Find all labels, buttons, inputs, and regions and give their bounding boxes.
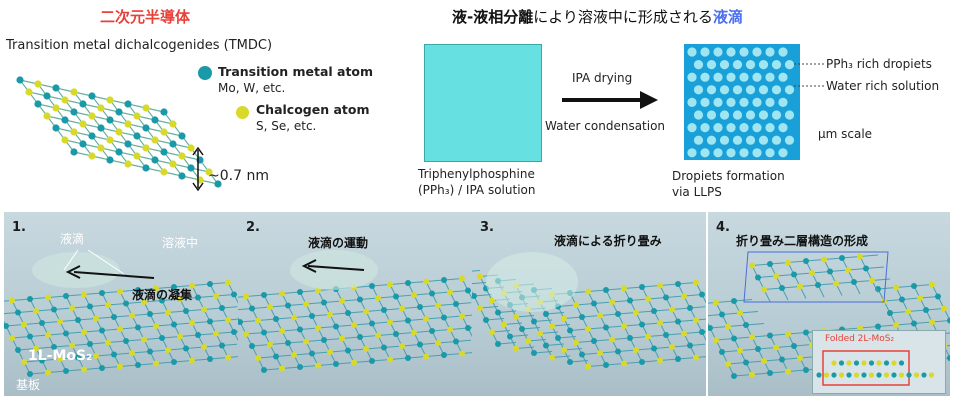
- panel-4-number: 4.: [716, 220, 730, 235]
- panel-1-number: 1.: [12, 220, 26, 235]
- legend-metal-name: Transition metal atom: [218, 64, 374, 79]
- llps-title-prefix: 液-液相分離: [452, 8, 534, 26]
- panel-4-inset-drawing: [816, 350, 935, 386]
- arrow-label-top: IPA drying: [572, 71, 633, 85]
- llps-title: 液-液相分離により溶液中に形成される液滴: [452, 6, 743, 27]
- panel-3-sheet: [472, 252, 706, 370]
- label-droplets: PPh₃ rich dropiets: [826, 57, 932, 71]
- llps-title-droplet: 液滴: [712, 8, 743, 26]
- panel-4: 4. 折り畳み二層構造の形成 Folded 2L-MoS₂: [708, 212, 950, 396]
- solution-square: [424, 44, 542, 162]
- legend-chalcogen-name: Chalcogen atom: [256, 102, 370, 117]
- thickness-arrow-icon: [192, 146, 204, 192]
- arrow-label-bottom: Water condensation: [545, 119, 666, 133]
- solution-caption-1: Triphenylphosphine: [418, 167, 535, 181]
- llps-title-mid: により溶液中に形成される: [533, 8, 713, 26]
- panel-1-solution-label: 溶液中: [162, 236, 199, 250]
- label-water: Water rich solution: [826, 79, 940, 93]
- tmdc-subtitle: Transition metal dichalcogenides (TMDC): [6, 38, 273, 53]
- panel-2-number: 2.: [246, 220, 260, 235]
- panel-3: 3. 液滴による折り畳み: [472, 212, 706, 396]
- droplets-square: [684, 44, 800, 160]
- legend-metal-detail: Mo, W, etc.: [218, 81, 286, 95]
- solution-caption-2: (PPh₃) / IPA solution: [418, 183, 536, 197]
- panel-1: 1. 液滴 溶液中 液滴の凝集 1L-MoS₂ 基板: [4, 212, 238, 396]
- panel-2: 2. 液滴の運動: [238, 212, 472, 396]
- legend-chalcogen-dot: [236, 106, 249, 119]
- thickness-label: ~0.7 nm: [208, 168, 269, 184]
- panel-4-inset: Folded 2L-MoS₂: [812, 330, 946, 394]
- scale-label: μm scale: [818, 127, 873, 141]
- panel-3-fold-label: 液滴による折り畳み: [554, 234, 662, 248]
- legend-chalcogen-detail: S, Se, etc.: [256, 119, 317, 133]
- legend-metal-dot: [198, 66, 212, 80]
- panel-1-substrate-label: 基板: [16, 378, 41, 392]
- panel-2-sheet: [238, 250, 472, 373]
- tmdc-lattice: [16, 76, 222, 188]
- droplets-caption-1: Dropiets formation: [672, 169, 785, 183]
- droplets-caption-2: via LLPS: [672, 185, 722, 199]
- tmdc-title: 二次元半導体: [100, 8, 191, 26]
- panel-2-motion-label: 液滴の運動: [308, 236, 369, 250]
- panel-1-sheet: [4, 249, 238, 377]
- panel-1-mos2-label: 1L-MoS₂: [28, 348, 93, 364]
- panel-3-number: 3.: [480, 220, 494, 235]
- panel-1-droplet-label: 液滴: [60, 232, 85, 246]
- label-leader-lines: [794, 63, 824, 87]
- panel-1-aggregation-label: 液滴の凝集: [132, 288, 193, 302]
- panel-4-bilayer-label: 折り畳み二層構造の形成: [736, 234, 869, 248]
- process-arrow-icon: [562, 91, 658, 109]
- panel-4-inset-label: Folded 2L-MoS₂: [825, 334, 895, 344]
